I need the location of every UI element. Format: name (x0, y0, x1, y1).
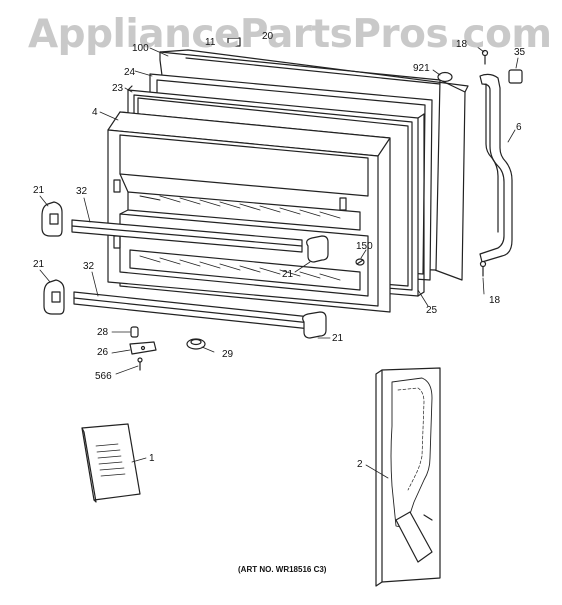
callout-label: 24 (124, 67, 136, 78)
watermark-text: AppliancePartsPros.com (28, 12, 552, 57)
callout-label: 28 (97, 327, 109, 338)
callout-label: 100 (132, 43, 149, 54)
shelf-end-cap (306, 235, 329, 263)
callout-label: 21 (33, 185, 45, 196)
callout-label: 6 (516, 122, 522, 133)
hinge-bracket-26 (129, 341, 157, 355)
door-assembly (375, 367, 441, 587)
callout-label: 26 (97, 347, 109, 358)
plug-921 (437, 71, 453, 83)
bushing-29 (186, 338, 206, 350)
callout-label: 20 (262, 31, 274, 42)
screw-18 (479, 260, 487, 277)
screw-150 (355, 258, 365, 266)
inner-door-liner (107, 111, 391, 313)
end-cap-35 (508, 69, 523, 84)
callout-label: 18 (456, 39, 468, 50)
callout-label: 11 (205, 37, 216, 48)
screw-566 (137, 357, 143, 371)
callout-label: 150 (356, 241, 373, 252)
callout-label: 21 (33, 259, 45, 270)
callout-label: 18 (489, 295, 501, 306)
callout-label: 566 (95, 371, 112, 382)
shelf-end-cap (43, 279, 65, 315)
clip-20 (227, 37, 241, 47)
art-number-caption: (ART NO. WR18516 C3) (238, 565, 327, 574)
callout-label: 2 (357, 459, 363, 470)
callout-label: 4 (92, 107, 98, 118)
callout-label: 35 (514, 47, 526, 58)
callout-label: 921 (413, 63, 430, 74)
shelf-end-cap (302, 311, 327, 339)
callout-label: 21 (332, 333, 344, 344)
upper-shelf-bar (71, 219, 303, 253)
callout-label: 23 (112, 83, 124, 94)
callout-label: 21 (282, 269, 294, 280)
stop-28 (130, 326, 139, 338)
callout-label: 25 (426, 305, 438, 316)
instruction-booklet (81, 423, 141, 503)
callout-label: 29 (222, 349, 234, 360)
callout-label: 1 (149, 453, 155, 464)
callout-label: 32 (83, 261, 95, 272)
shelf-end-cap (41, 201, 63, 237)
callout-label: 32 (76, 186, 88, 197)
leader-lines (39, 45, 519, 479)
door-handle (479, 73, 513, 263)
